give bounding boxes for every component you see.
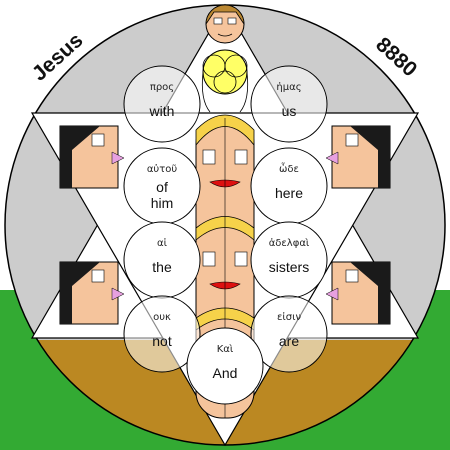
- word-circle: αἱ the: [123, 221, 201, 299]
- greek-word: εἰσιν: [277, 311, 302, 323]
- english-word: here: [275, 185, 303, 201]
- word-circle: ἡμας us: [250, 65, 328, 143]
- center-emblem: [201, 49, 249, 113]
- word-circle: ουκ not: [123, 295, 201, 373]
- greek-word: προς: [150, 82, 174, 93]
- english-word: are: [279, 333, 299, 349]
- greek-word: Καὶ: [217, 343, 234, 355]
- word-circle-disc: [123, 295, 201, 373]
- english-word: with: [149, 103, 175, 119]
- word-circle: ὧδε here: [250, 147, 328, 225]
- english-word: the: [152, 259, 172, 275]
- english-word: And: [213, 365, 238, 381]
- word-circle-disc: [250, 295, 328, 373]
- word-circle-disc: [186, 327, 264, 405]
- greek-word: ἀδελφαὶ: [269, 237, 310, 249]
- greek-word: αἱ: [157, 237, 168, 249]
- word-circle-disc: [123, 65, 201, 143]
- english-word: of: [156, 179, 168, 195]
- english-word: him: [151, 195, 174, 211]
- word-circle: προς with: [123, 65, 201, 143]
- side-face-lower-left: [59, 261, 125, 325]
- word-circle-disc: [250, 65, 328, 143]
- greek-word: αὐτοῦ: [147, 163, 178, 175]
- english-word: not: [152, 333, 172, 349]
- top-face: [205, 4, 245, 44]
- word-circle: εἰσιν are: [250, 295, 328, 373]
- word-circle: ἀδελφαὶ sisters: [250, 221, 328, 299]
- side-face-lower-right: [325, 261, 391, 325]
- side-face-upper-right: [325, 125, 391, 189]
- greek-word: ουκ: [153, 312, 171, 323]
- side-face-upper-left: [59, 125, 125, 189]
- greek-word: ὧδε: [279, 162, 299, 175]
- english-word: us: [282, 103, 297, 119]
- greek-word: ἡμας: [276, 81, 301, 93]
- english-word: sisters: [269, 259, 309, 275]
